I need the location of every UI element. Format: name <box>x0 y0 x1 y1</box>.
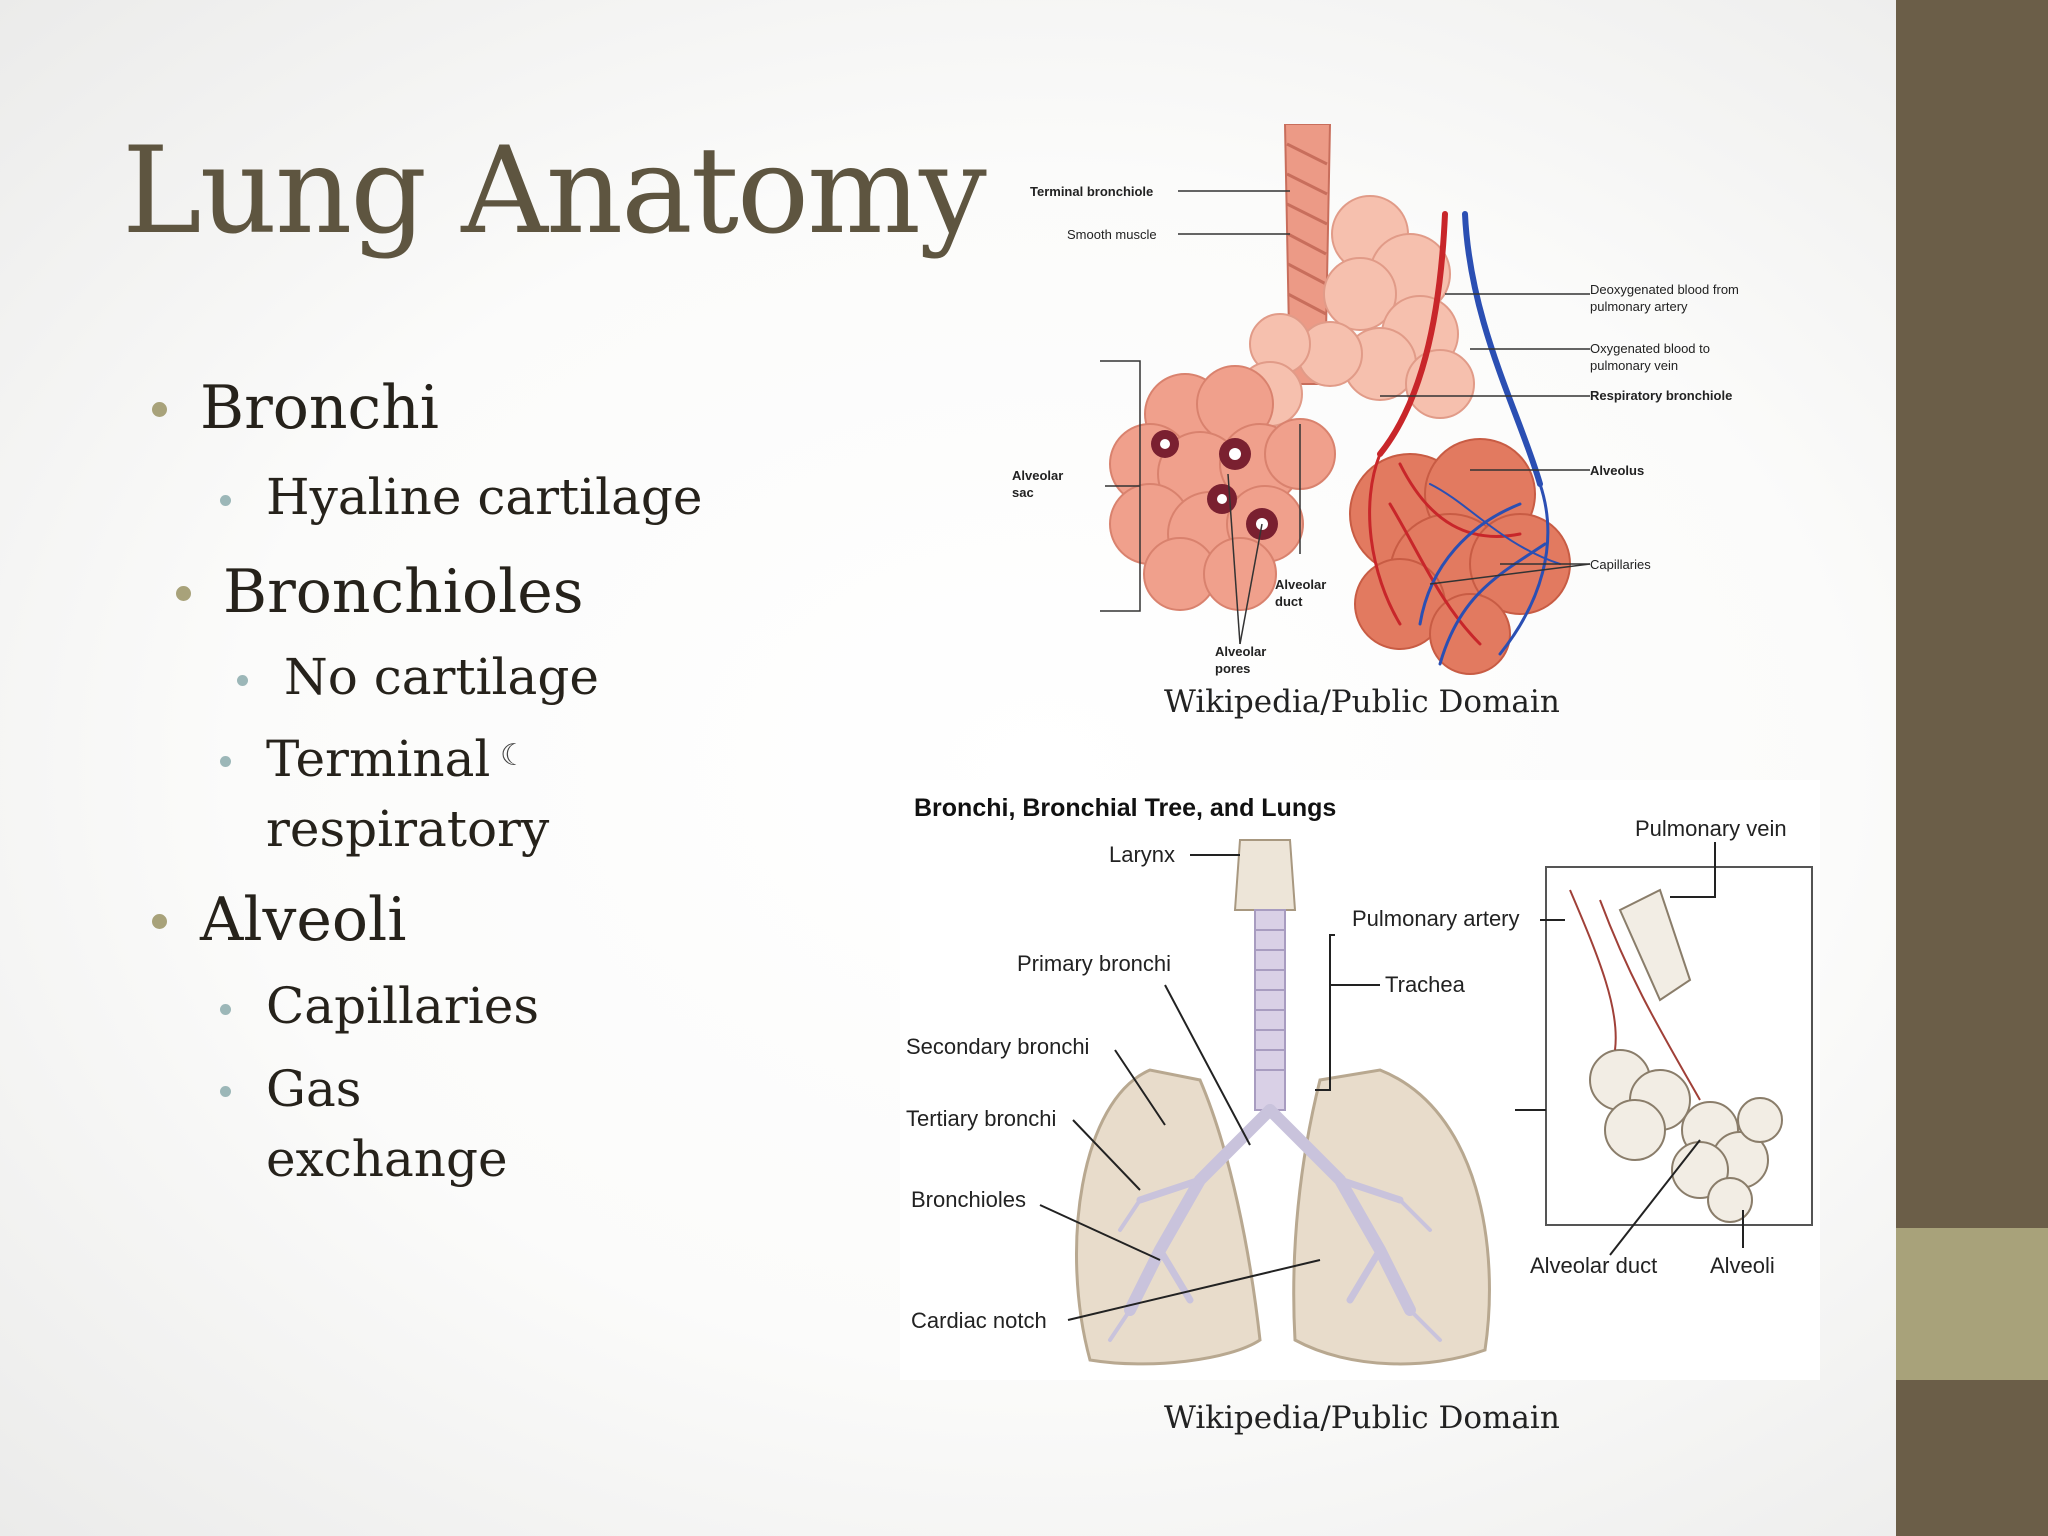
sidebar-accent-block <box>1896 1228 2048 1380</box>
sub-bullet-exchange: exchange <box>266 1130 508 1188</box>
label-tertiary-bronchi: Tertiary bronchi <box>906 1106 1056 1131</box>
sub-bullet-dot <box>220 495 231 506</box>
bullet-bronchi: Bronchi <box>200 373 439 443</box>
label-alveolar-pores-2: pores <box>1215 661 1250 676</box>
label-deoxy-1: Deoxygenated blood from <box>1590 282 1739 297</box>
label-pulmonary-artery: Pulmonary artery <box>1352 906 1520 931</box>
caption-bottom: Wikipedia/Public Domain <box>1164 1400 1560 1436</box>
sub-bullet-dot <box>220 1086 231 1097</box>
slide-title: Lung Anatomy <box>122 122 987 261</box>
sub-bullet-terminal: Terminal <box>266 730 491 788</box>
sub-bullet-respiratory: respiratory <box>266 800 550 858</box>
label-alveolus: Alveolus <box>1590 463 1644 478</box>
label-alveolar-sac-1: Alveolar <box>1012 468 1063 483</box>
bullet-alveoli: Alveoli <box>200 885 407 955</box>
sub-bullet-dot <box>220 756 231 767</box>
sub-bullet-gas: Gas <box>266 1060 362 1118</box>
label-resp-bronchiole: Respiratory bronchiole <box>1590 388 1732 403</box>
sub-bullet-capillaries: Capillaries <box>266 977 539 1035</box>
caption-top: Wikipedia/Public Domain <box>1164 684 1560 720</box>
alveoli-illustration: Terminal bronchiole Smooth muscle Deoxyg… <box>1012 124 1739 676</box>
label-pulmonary-vein: Pulmonary vein <box>1635 816 1787 841</box>
label-smooth-muscle: Smooth muscle <box>1067 227 1157 242</box>
sub-bullet-hyaline: Hyaline cartilage <box>266 468 703 526</box>
label-deoxy-2: pulmonary artery <box>1590 299 1688 314</box>
label-primary-bronchi: Primary bronchi <box>1017 951 1171 976</box>
label-alveolar-duct: Alveolar duct <box>1530 1253 1657 1278</box>
label-larynx: Larynx <box>1109 842 1175 867</box>
label-trachea: Trachea <box>1385 972 1466 997</box>
label-capillaries: Capillaries <box>1590 557 1651 572</box>
label-terminal-bronchiole: Terminal bronchiole <box>1030 184 1153 199</box>
bullet-dot <box>152 914 167 929</box>
label-alveolar-duct-1: Alveolar <box>1275 577 1326 592</box>
bullet-dot <box>152 402 167 417</box>
bronchial-tree-illustration: Bronchi, Bronchial Tree, and Lungs <box>900 780 1820 1380</box>
bullet-dot <box>176 586 191 601</box>
label-secondary-bronchi: Secondary bronchi <box>906 1034 1089 1059</box>
sub-bullet-dot <box>237 675 248 686</box>
label-bronchioles: Bronchioles <box>911 1187 1026 1212</box>
sub-bullet-no-cartilage: No cartilage <box>284 648 599 706</box>
label-oxy-2: pulmonary vein <box>1590 358 1678 373</box>
label-cardiac-notch: Cardiac notch <box>911 1308 1047 1333</box>
label-alveolar-pores-1: Alveolar <box>1215 644 1266 659</box>
bullet-bronchioles: Bronchioles <box>223 557 584 627</box>
bronchial-tree-title: Bronchi, Bronchial Tree, and Lungs <box>914 794 1336 822</box>
label-alveoli: Alveoli <box>1710 1253 1775 1278</box>
moon-icon: ☾ <box>500 738 527 773</box>
label-alveolar-duct-2: duct <box>1275 594 1303 609</box>
label-oxy-1: Oxygenated blood to <box>1590 341 1710 356</box>
sub-bullet-dot <box>220 1004 231 1015</box>
label-alveolar-sac-2: sac <box>1012 485 1034 500</box>
